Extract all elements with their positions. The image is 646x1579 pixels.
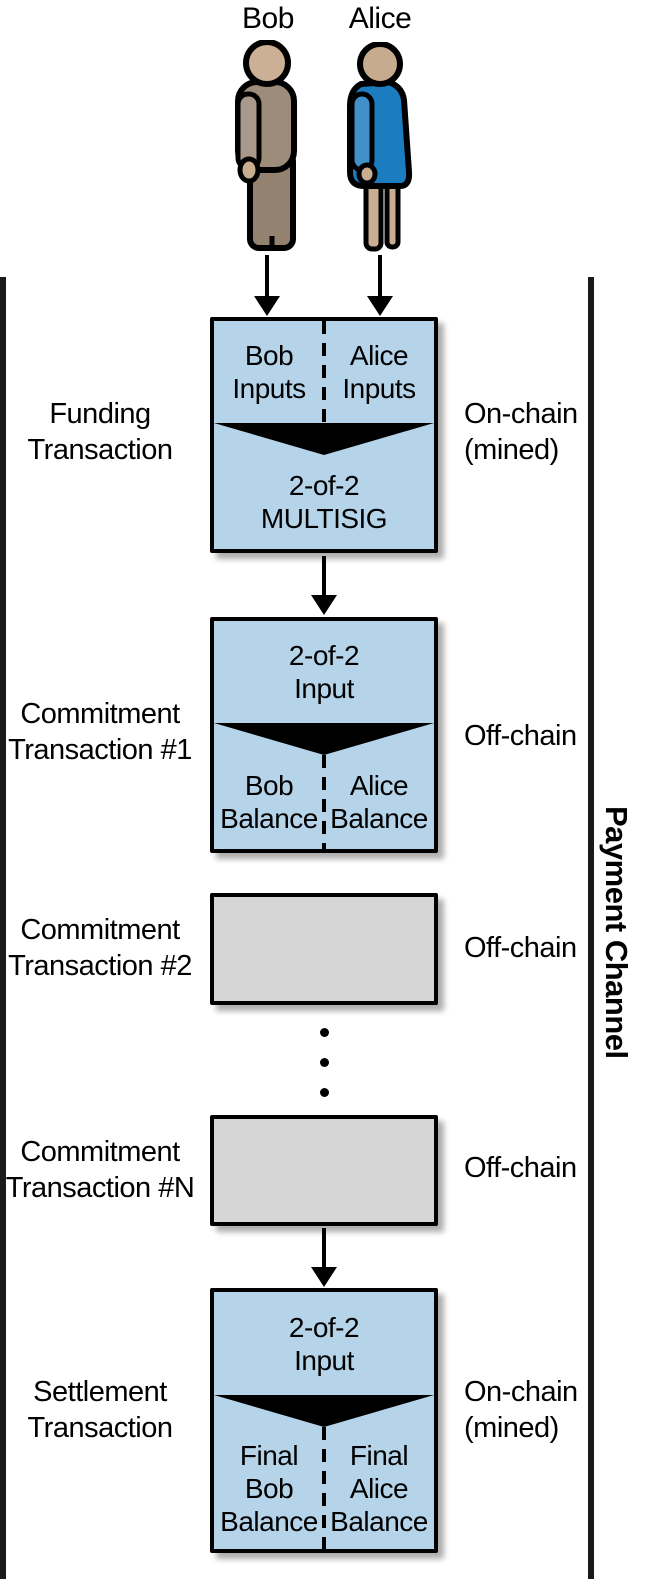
commitmentN-left-label: Commitment Transaction #N bbox=[5, 1136, 195, 1204]
ellipsis-dot-3 bbox=[320, 1088, 329, 1097]
funding-right-label: On-chain (mined) bbox=[464, 398, 578, 466]
funding-output-line1: 2-of-2 bbox=[288, 470, 360, 501]
ellipsis-dot-2 bbox=[320, 1058, 329, 1067]
bob-to-funding-arrow bbox=[265, 255, 269, 297]
settlement-bob-balance-line1: Final bbox=[239, 1439, 299, 1471]
funding-alice-inputs-line1: Alice bbox=[349, 340, 409, 371]
settlement-bob-balance-line3: Balance bbox=[220, 1505, 318, 1537]
funding-bob-inputs-line2: Inputs bbox=[232, 373, 306, 404]
funding-inputs-row: Bob Inputs Alice Inputs bbox=[214, 321, 434, 423]
alice-to-funding-arrow bbox=[378, 255, 382, 297]
commitment1-bob-balance-line1: Bob bbox=[244, 770, 294, 801]
settlement-alice-balance-cell: Final Alice Balance bbox=[324, 1427, 434, 1549]
settlement-funnel-icon bbox=[214, 1395, 434, 1427]
alice-figure-icon bbox=[347, 42, 413, 252]
commitment1-alice-balance-cell: Alice Balance bbox=[324, 755, 434, 849]
commitment1-dashed-divider bbox=[322, 755, 326, 849]
commitment2-right-label: Off-chain bbox=[464, 932, 577, 964]
funding-dashed-divider bbox=[322, 321, 326, 423]
funding-output-area: 2-of-2 MULTISIG bbox=[214, 455, 434, 549]
settlement-left-label: Settlement Transaction bbox=[27, 1376, 173, 1444]
funding-alice-inputs-cell: Alice Inputs bbox=[324, 321, 434, 423]
settlement-input-line2: Input bbox=[294, 1344, 354, 1376]
settlement-alice-balance-line2: Alice bbox=[349, 1472, 409, 1504]
bob-figure-icon bbox=[235, 40, 297, 251]
commitment1-right-label: Off-chain bbox=[464, 720, 577, 752]
settlement-alice-balance-line1: Final bbox=[349, 1439, 409, 1471]
channel-left-bar bbox=[0, 277, 6, 1579]
commitment2-transaction-box bbox=[210, 893, 438, 1005]
settlement-transaction-box: 2-of-2 Input Final Bob Balance Final Ali… bbox=[210, 1288, 438, 1553]
commitment1-outputs-row: Bob Balance Alice Balance bbox=[214, 755, 434, 849]
commitment1-transaction-box: 2-of-2 Input Bob Balance Alice Balance bbox=[210, 617, 438, 853]
commitment1-bob-balance-cell: Bob Balance bbox=[214, 755, 324, 849]
commitment1-bob-balance-line2: Balance bbox=[220, 803, 318, 834]
funding-left-label: Funding Transaction bbox=[27, 398, 173, 466]
settlement-outputs-row: Final Bob Balance Final Alice Balance bbox=[214, 1427, 434, 1549]
commitment1-left-label: Commitment Transaction #1 bbox=[8, 698, 192, 766]
commitmentN-transaction-box bbox=[210, 1115, 438, 1226]
settlement-input-line1: 2-of-2 bbox=[288, 1311, 360, 1343]
alice-label: Alice bbox=[348, 2, 412, 35]
commitment1-alice-balance-line2: Balance bbox=[330, 803, 428, 834]
commitment1-input-area: 2-of-2 Input bbox=[214, 621, 434, 723]
funding-alice-inputs-line2: Inputs bbox=[342, 373, 416, 404]
settlement-bob-balance-cell: Final Bob Balance bbox=[214, 1427, 324, 1549]
funding-bob-inputs-line1: Bob bbox=[244, 340, 294, 371]
bob-label: Bob bbox=[242, 2, 294, 35]
commitment1-funnel-icon bbox=[214, 723, 434, 755]
channel-right-bar bbox=[588, 277, 594, 1579]
funding-output-line2: MULTISIG bbox=[260, 503, 388, 534]
funding-bob-inputs-cell: Bob Inputs bbox=[214, 321, 324, 423]
settlement-alice-balance-line3: Balance bbox=[330, 1505, 428, 1537]
commitmentN-right-label: Off-chain bbox=[464, 1152, 577, 1184]
settlement-input-area: 2-of-2 Input bbox=[214, 1292, 434, 1395]
commitmentN-to-settlement-arrow bbox=[322, 1228, 326, 1268]
commitment1-input-line2: Input bbox=[294, 673, 354, 704]
settlement-right-label: On-chain (mined) bbox=[464, 1376, 578, 1444]
payment-channel-label: Payment Channel bbox=[599, 806, 634, 1059]
commitment1-alice-balance-line1: Alice bbox=[349, 770, 409, 801]
commitment2-left-label: Commitment Transaction #2 bbox=[8, 914, 192, 982]
commitment1-input-line1: 2-of-2 bbox=[288, 640, 360, 671]
funding-funnel-icon bbox=[214, 423, 434, 455]
settlement-dashed-divider bbox=[322, 1427, 326, 1549]
ellipsis-dot-1 bbox=[320, 1028, 329, 1037]
funding-to-commitment1-arrow bbox=[322, 556, 326, 596]
funding-transaction-box: Bob Inputs Alice Inputs 2-of-2 MULTISIG bbox=[210, 317, 438, 553]
settlement-bob-balance-line2: Bob bbox=[244, 1472, 294, 1504]
